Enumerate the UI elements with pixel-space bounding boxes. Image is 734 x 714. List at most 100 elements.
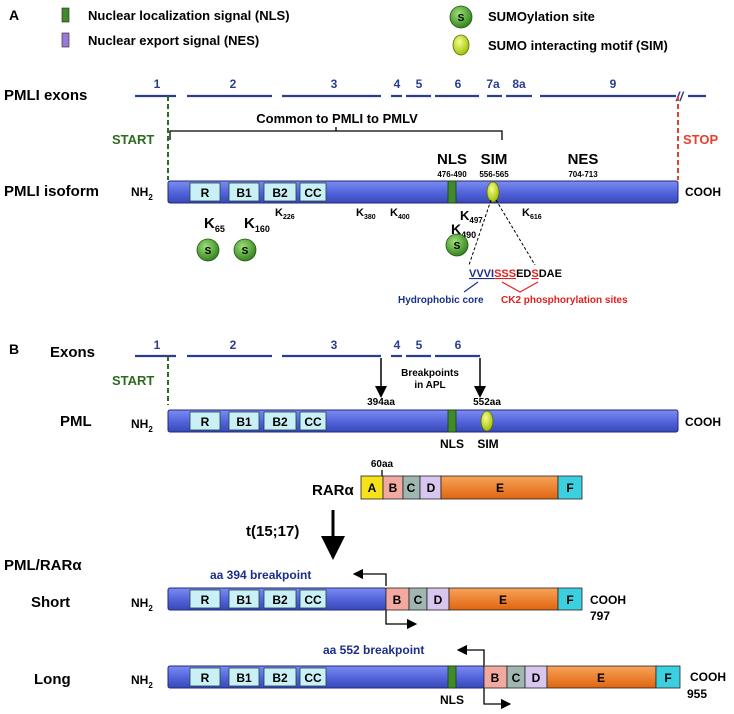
long-bp-label: aa 552 breakpoint <box>323 643 424 657</box>
rar-a: A <box>368 481 377 495</box>
exon-a-5: 5 <box>416 77 423 91</box>
exon-b-1: 1 <box>154 338 161 352</box>
domain-pml-r: R <box>201 415 210 429</box>
nh2-long: NH2 <box>131 673 153 690</box>
lysine-k616: K616 <box>522 207 542 221</box>
domains-a: R B1 B2 CC <box>189 182 327 202</box>
legend-nls-text: Nuclear localization signal (NLS) <box>88 8 290 23</box>
long-rar-f: F <box>664 671 671 685</box>
short-domain-b1: B1 <box>236 593 252 607</box>
long-domain-b1: B1 <box>236 671 252 685</box>
sim-sequence: VVVISSSEDSDAE <box>469 268 562 280</box>
short-bp-arrow-top <box>352 568 387 586</box>
nes-range: 704-713 <box>568 170 598 179</box>
sim-label-pml: SIM <box>477 437 498 451</box>
exons-b-label: Exons <box>50 344 95 361</box>
nls-header: NLS <box>437 151 467 168</box>
nls-label-pml: NLS <box>440 437 464 451</box>
legend-sumo-text: SUMOylation site <box>488 9 595 24</box>
cooh-pml: COOH <box>685 415 721 429</box>
panel-b: B Exons 1 2 3 4 5 6 START Breakpoints in… <box>4 338 726 710</box>
sumo-icon-k65: S <box>196 238 220 262</box>
ck2-label: CK2 phosphorylation sites <box>501 295 628 306</box>
lysine-k497: K497 <box>460 208 483 225</box>
translocation-label: t(15;17) <box>246 523 299 540</box>
exon-numbers-a: 1 2 3 4 5 6 7a 8a 9 <box>154 77 617 91</box>
svg-text:S: S <box>205 246 212 257</box>
domain-a-b2: B2 <box>272 186 288 200</box>
bp-394-label: 394aa <box>367 397 395 408</box>
pmli-isoform-label: PMLI isoform <box>4 183 99 200</box>
ck2-pointers <box>501 281 539 293</box>
short-rar-d: D <box>434 593 443 607</box>
legend-sim-text: SUMO interacting motif (SIM) <box>488 38 668 53</box>
rara-domain-labels: A B C D E F <box>368 481 574 495</box>
domains-pml: R B1 B2 CC <box>189 411 327 431</box>
nls-box-a <box>447 180 457 204</box>
pml-label: PML <box>60 413 92 430</box>
long-label: Long <box>34 671 71 688</box>
sim-zoom-left <box>468 199 492 266</box>
short-label: Short <box>31 594 70 611</box>
lysine-k490: K490 <box>451 221 476 240</box>
short-end-aa: 797 <box>590 609 610 623</box>
domain-a-r: R <box>201 186 210 200</box>
in-apl-label: in APL <box>414 380 445 391</box>
long-rar-e: E <box>597 671 605 685</box>
exon-a-1: 1 <box>154 77 161 91</box>
nls-legend-swatch <box>61 7 70 23</box>
sim-legend-icon <box>452 34 470 56</box>
domain-pml-cc: CC <box>304 415 322 429</box>
short-domain-cc: CC <box>304 593 322 607</box>
sim-zoom-right <box>495 199 536 266</box>
lysine-k65: K65 <box>204 215 225 234</box>
domain-pml-b1: B1 <box>236 415 252 429</box>
cooh-long: COOH <box>690 670 726 684</box>
nls-box-long <box>447 665 457 689</box>
short-fusion-bar: R B1 B2 CC B C D E F <box>167 587 583 611</box>
exon-a-7a: 7a <box>486 77 500 91</box>
nes-header: NES <box>568 151 599 168</box>
cooh-short: COOH <box>590 593 626 607</box>
svg-text:S: S <box>454 241 461 252</box>
common-label: Common to PMLI to PMLV <box>256 111 418 126</box>
sim-range: 556-565 <box>479 170 509 179</box>
nh2-pml: NH2 <box>131 417 153 434</box>
long-domain-b2: B2 <box>272 671 288 685</box>
long-end-aa: 955 <box>687 687 707 701</box>
lysine-k380: K380 <box>356 207 376 221</box>
panel-a-label: A <box>9 7 19 23</box>
exon-break-mark: // <box>675 89 685 104</box>
pmli-exons-label: PMLI exons <box>4 87 87 104</box>
exon-b-4: 4 <box>394 338 401 352</box>
legend-nes-text: Nuclear export signal (NES) <box>88 33 259 48</box>
hydro-pointer <box>463 281 479 293</box>
sumo-sites-a: S S S <box>196 233 469 262</box>
nls-label-long: NLS <box>440 693 464 707</box>
short-domain-b2: B2 <box>272 593 288 607</box>
hydrophobic-core-label: Hydrophobic core <box>398 295 484 306</box>
exon-a-9: 9 <box>610 77 617 91</box>
nls-box-pml <box>447 409 457 433</box>
sim-icon-a <box>486 181 500 203</box>
fusion-label: PML/RARα <box>4 557 82 574</box>
exon-a-8a: 8a <box>512 77 526 91</box>
sumo-legend-icon: S <box>449 5 473 29</box>
short-rar-b: B <box>393 593 402 607</box>
exon-a-2: 2 <box>230 77 237 91</box>
short-domain-r: R <box>201 593 210 607</box>
sim-header: SIM <box>481 151 508 168</box>
long-bp-arrow-bottom <box>483 688 512 710</box>
sumo-icon-k160: S <box>233 238 257 262</box>
panel-a: A PMLI exons // 1 2 3 4 5 6 7a 8a 9 <box>4 7 721 306</box>
exon-a-4: 4 <box>394 77 401 91</box>
rar-f: F <box>566 481 573 495</box>
exon-b-3: 3 <box>331 338 338 352</box>
short-rar-f: F <box>566 593 573 607</box>
domain-a-b1: B1 <box>236 186 252 200</box>
stop-label-a: STOP <box>683 132 718 147</box>
exon-numbers-b: 1 2 3 4 5 6 <box>154 338 462 352</box>
panel-b-label: B <box>9 341 19 357</box>
rar-b: B <box>389 481 398 495</box>
